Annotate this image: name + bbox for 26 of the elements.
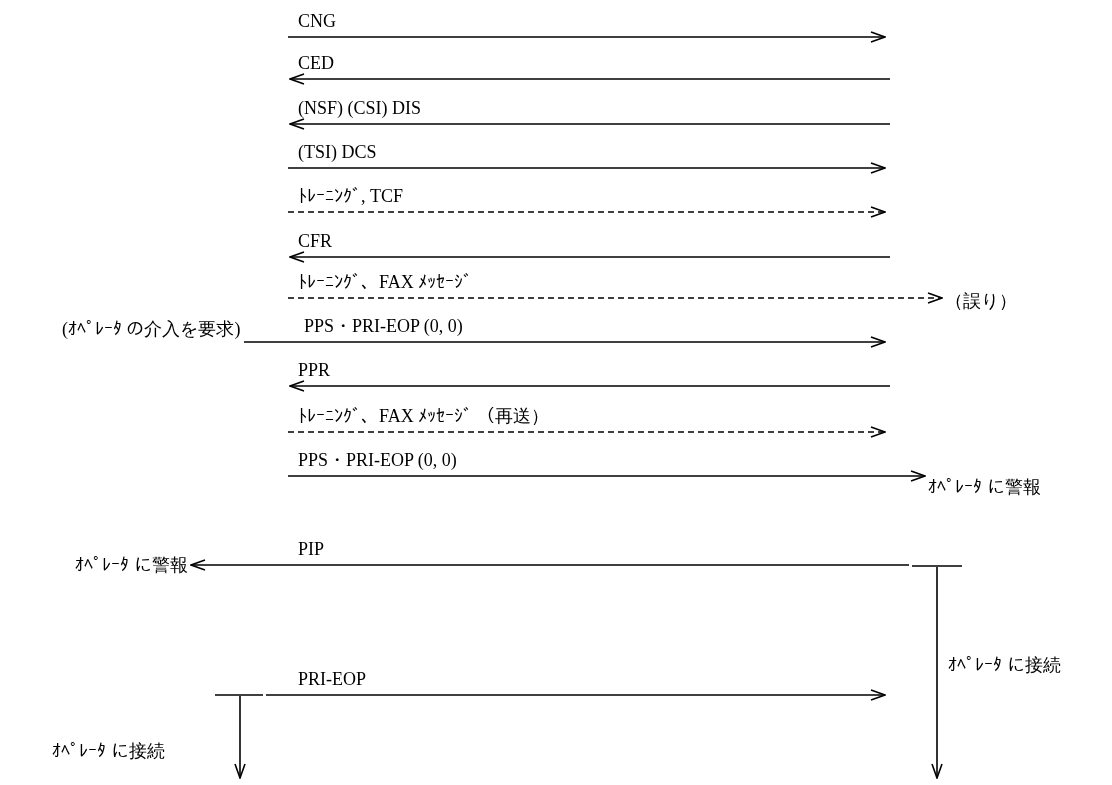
note-text: ｵﾍﾟﾚｰﾀ に警報	[75, 554, 188, 576]
message-label: CED	[298, 52, 334, 74]
message-label: PPR	[298, 359, 331, 381]
edge-label: ｵﾍﾟﾚｰﾀ に接続	[948, 654, 1061, 676]
message-label: CFR	[298, 230, 333, 252]
message-label: (TSI) DCS	[298, 141, 377, 163]
edge-label: PPS・PRI-EOP (0, 0)	[304, 315, 463, 337]
note-text: （誤り）	[945, 290, 1017, 312]
edge-label: ｵﾍﾟﾚｰﾀ に接続	[52, 740, 165, 762]
arrow	[265, 689, 886, 701]
arrow	[234, 695, 246, 779]
edge-label: PIP	[298, 538, 324, 560]
edge-label: ﾄﾚｰﾆﾝｸﾞ、FAX ﾒｯｾｰｼﾞ	[298, 271, 473, 293]
note-text: ｵﾍﾟﾚｰﾀ に警報	[928, 476, 1041, 498]
note-text: (ｵﾍﾟﾚｰﾀ の介入を要求)	[62, 318, 241, 340]
message-label: (NSF) (CSI) DIS	[298, 97, 421, 119]
message-label: ﾄﾚｰﾆﾝｸﾞ、FAX ﾒｯｾｰｼﾞ （再送）	[298, 405, 549, 427]
arrow	[243, 336, 886, 348]
arrow	[287, 292, 943, 304]
arrow	[931, 566, 943, 779]
arrow	[190, 559, 910, 571]
edge-label: PPS・PRI-EOP (0, 0)	[298, 449, 457, 471]
message-label: ﾄﾚｰﾆﾝｸﾞ, TCF	[298, 185, 403, 207]
message-label: CNG	[298, 10, 336, 32]
edge-label: PRI-EOP	[298, 668, 366, 690]
arrow	[287, 470, 926, 482]
